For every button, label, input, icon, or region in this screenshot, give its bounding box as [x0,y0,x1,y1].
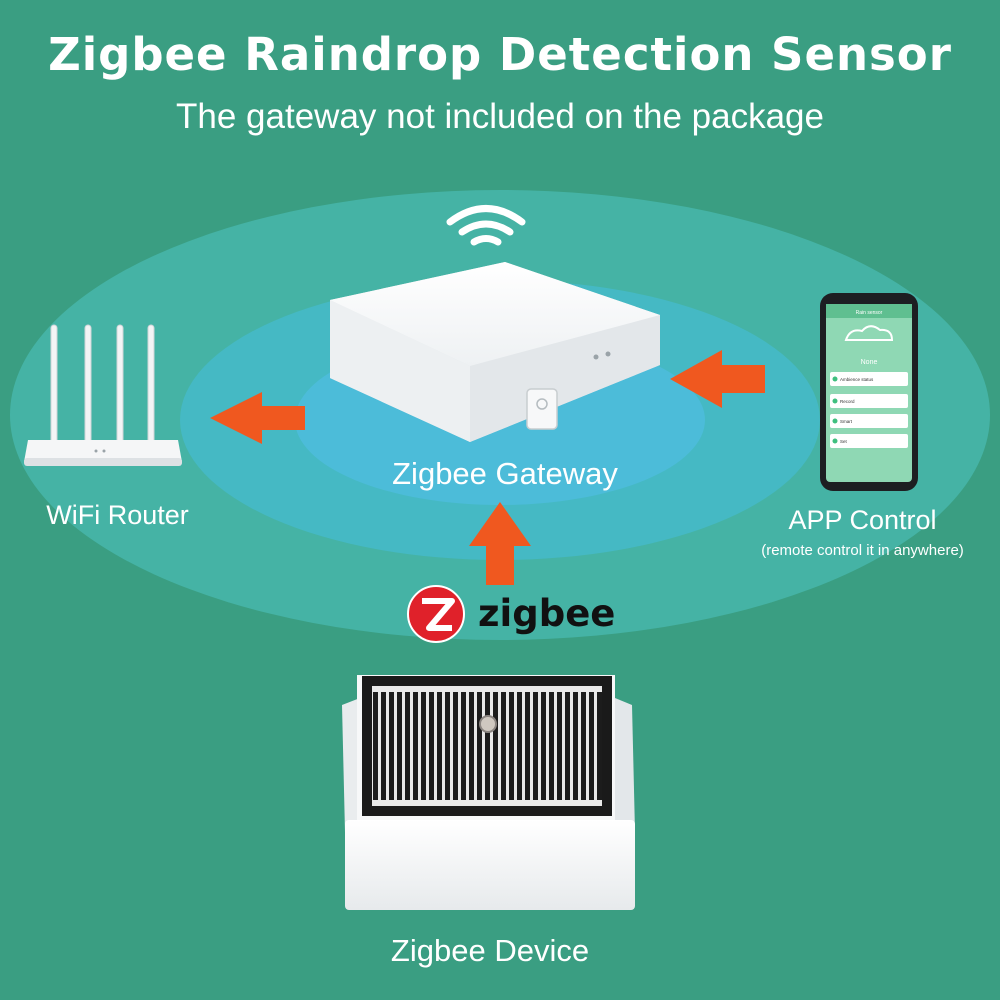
wifi-icon [446,205,526,246]
phone-row-record: Record [840,399,855,404]
zigbee-logo-icon [407,585,465,643]
device-label: Zigbee Device [390,933,590,968]
gateway-label: Zigbee Gateway [392,456,618,491]
zigbee-gateway-device [330,262,660,442]
phone-row-ambience: Ambience status [840,377,874,382]
phone-status-text: None [861,359,878,366]
raindrop-sensor-device [342,675,635,910]
page-subtitle: The gateway not included on the package [176,97,824,136]
zigbee-logo-text: zigbee [478,592,616,635]
page-title: Zigbee Raindrop Detection Sensor [48,28,952,81]
arrow-up-icon [469,502,531,585]
phone-row-set: Set [840,439,848,444]
router-label: WiFi Router [46,500,189,530]
app-control-label: APP Control [788,505,937,535]
smartphone-device [820,293,918,491]
phone-header-text: Rain sensor [856,310,883,316]
wifi-router-device [24,324,182,466]
arrow-left-icon [210,392,305,444]
phone-row-smart: Smart [840,419,853,424]
arrow-left-icon [670,350,765,408]
app-control-sublabel: (remote control it in anywhere) [761,542,964,559]
